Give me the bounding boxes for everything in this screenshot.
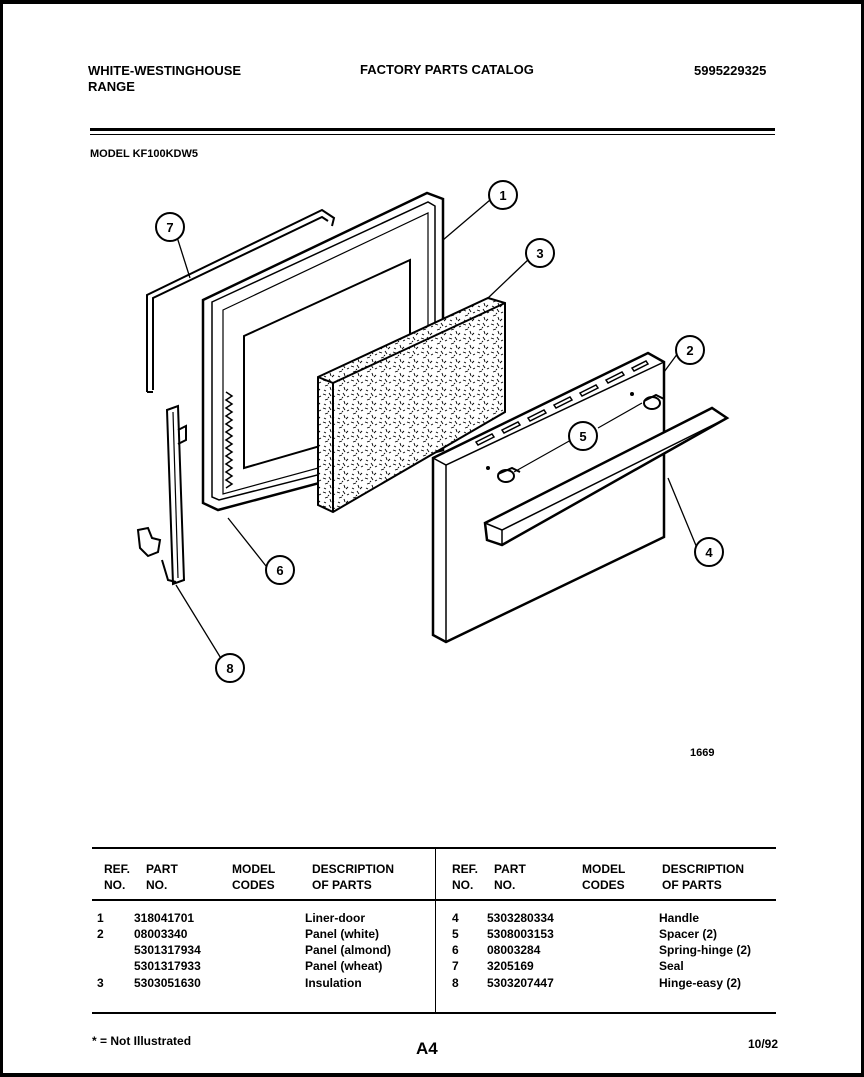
header-ref-no-right: REF. NO. (452, 862, 479, 892)
footnote-not-illustrated: * = Not Illustrated (92, 1034, 192, 1048)
callout-label-6: 6 (276, 563, 283, 578)
header-model-codes-right: MODEL CODES (582, 862, 626, 892)
header-model-codes-left: MODEL CODES (232, 862, 276, 892)
header-description-right: DESCRIPTION OF PARTS (662, 862, 745, 892)
leader-lines (175, 199, 698, 661)
header-description-left: DESCRIPTION OF PARTS (312, 862, 395, 892)
table-bottom-rule (92, 1012, 776, 1014)
handle (483, 406, 730, 547)
callout-label-7: 7 (166, 220, 173, 235)
callout-6 (265, 555, 295, 585)
brand-line2: RANGE (88, 79, 135, 94)
header-part-no-left: PART NO. (146, 862, 178, 892)
table-divider (435, 849, 436, 1012)
callout-label-1: 1 (499, 188, 506, 203)
callout-label-3: 3 (536, 246, 543, 261)
callout-label-5: 5 (579, 429, 586, 444)
table-top-rule (92, 847, 776, 849)
seal-gasket (146, 208, 336, 393)
callout-7 (155, 212, 185, 242)
header-rule-thin (90, 134, 775, 135)
catalog-number: 5995229325 (694, 63, 767, 78)
callout-label-2: 2 (686, 343, 693, 358)
header-part-no-right: PART NO. (494, 862, 526, 892)
callout-5 (568, 421, 598, 451)
brand-line1: WHITE-WESTINGHOUSE (88, 63, 242, 78)
header-rule-thick (90, 128, 775, 131)
callout-2 (675, 335, 705, 365)
callouts (155, 180, 724, 683)
model-label: MODEL KF100KDW5 (90, 148, 198, 160)
callout-8 (215, 653, 245, 683)
revision-date: 10/92 (748, 1037, 779, 1051)
callout-3 (525, 238, 555, 268)
header-ref-no-left: REF. NO. (104, 862, 131, 892)
spacers (497, 393, 665, 483)
drawing-number: 1669 (690, 747, 715, 759)
callout-1 (488, 180, 518, 210)
exploded-parts-diagram: 1 2 3 4 5 6 7 8 (136, 180, 730, 683)
hinge-easy (136, 404, 187, 586)
page-number: A4 (416, 1039, 438, 1058)
callout-4 (694, 537, 724, 567)
callout-label-8: 8 (226, 661, 233, 676)
callout-label-4: 4 (705, 545, 713, 560)
catalog-title: FACTORY PARTS CATALOG (360, 62, 534, 77)
table-header-rule (92, 899, 776, 901)
